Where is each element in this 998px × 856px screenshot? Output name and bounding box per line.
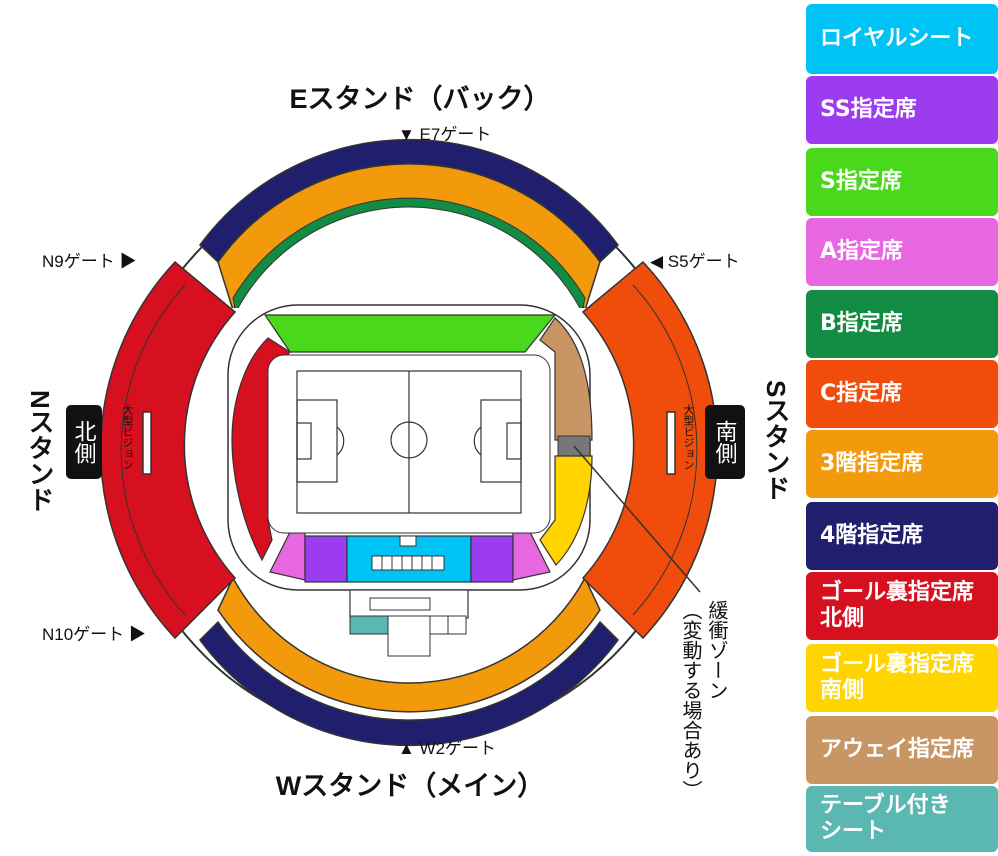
north-screen [142,411,152,475]
legend-item: 3階指定席 [806,430,998,498]
legend-item: アウェイ指定席 [806,716,998,784]
away-block[interactable] [539,317,593,441]
south-side-label: 南側 [713,420,738,464]
west-stand-title: Wスタンド（メイン） [276,771,544,801]
north-screen-label: 大型ビジョン [121,403,134,470]
gate-w2: ▲ W2ゲート [398,739,496,758]
buffer-zone-label: 緩衝ゾーン [705,600,728,700]
legend-label: ゴール裏指定席 北側 [820,580,975,631]
legend-label: B指定席 [820,311,903,336]
gate-n10: N10ゲート ▶ [42,625,146,644]
legend-item: ゴール裏指定席 北側 [806,572,998,640]
legend-label: ロイヤルシート [820,26,974,51]
legend-item: SS指定席 [806,76,998,144]
north-goal-block[interactable] [99,260,237,640]
gate-s5: ◀ S5ゲート [650,252,740,271]
legend-item: テーブル付き シート [806,786,998,852]
legend-label: テーブル付き シート [820,793,951,844]
gate-e7: ▼ E7ゲート [398,125,491,144]
east-stand-title: Eスタンド（バック） [289,84,550,114]
north-lower-goal-block[interactable] [231,337,291,562]
south-screen-label: 大型ビジョン [682,403,695,470]
legend-label: SS指定席 [820,97,917,122]
north-stand-title: Nスタンド [25,390,55,513]
legend-label: 3階指定席 [820,451,924,476]
west-ss-left[interactable] [304,535,348,583]
legend-label: C指定席 [820,381,903,406]
south-side-badge [705,405,745,479]
buffer-zone-leader [573,445,701,593]
south-c-block[interactable] [581,260,719,640]
legend-item: ゴール裏指定席 南側 [806,644,998,712]
legend-label: 4階指定席 [820,523,924,548]
legend-item: A指定席 [806,218,998,286]
south-divider [632,284,698,616]
royal-box-seats [381,556,433,570]
royal-box [371,555,445,571]
legend-item: 4階指定席 [806,502,998,570]
legend-item: B指定席 [806,290,998,358]
north-divider [120,284,186,616]
east-b-block[interactable] [232,197,586,312]
west-press-box [369,597,431,611]
legend-label: アウェイ指定席 [820,737,975,762]
legend-item: C指定席 [806,360,998,428]
legend-label: ゴール裏指定席 南側 [820,652,975,703]
west-4f-block[interactable] [199,620,619,747]
buffer-zone-note: （変動する場合あり） [679,600,702,800]
west-ss-right[interactable] [470,535,514,583]
legend-item: S指定席 [806,148,998,216]
royal-notch [399,535,417,547]
south-screen [666,411,676,475]
table-seat-left[interactable] [349,615,389,635]
west-aisle [387,615,431,657]
north-side-label: 北側 [72,420,97,464]
legend-label: A指定席 [820,239,904,264]
north-side-badge [66,405,102,479]
east-s-block[interactable] [263,314,557,353]
pitch [296,370,522,514]
legend-label: S指定席 [820,169,902,194]
legend-item: ロイヤルシート [806,4,998,74]
gate-n9: N9ゲート ▶ [42,252,136,271]
south-stand-title: Sスタンド [761,380,791,501]
